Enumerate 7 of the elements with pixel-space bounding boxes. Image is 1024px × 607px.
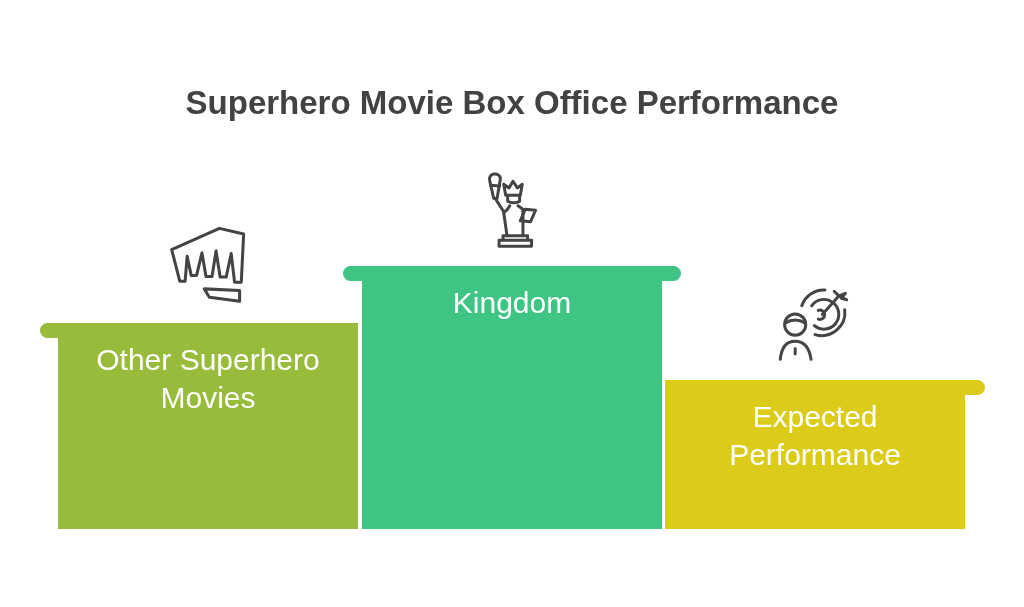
block-label: Expected Performance — [728, 399, 902, 473]
diagram-title: Superhero Movie Box Office Performance — [184, 83, 840, 123]
podium-block — [343, 266, 681, 529]
block-label: Kingdom — [451, 285, 573, 321]
block-label: Other Superhero Movies — [95, 342, 321, 416]
podium-block — [665, 380, 985, 529]
podium-block — [40, 323, 358, 529]
